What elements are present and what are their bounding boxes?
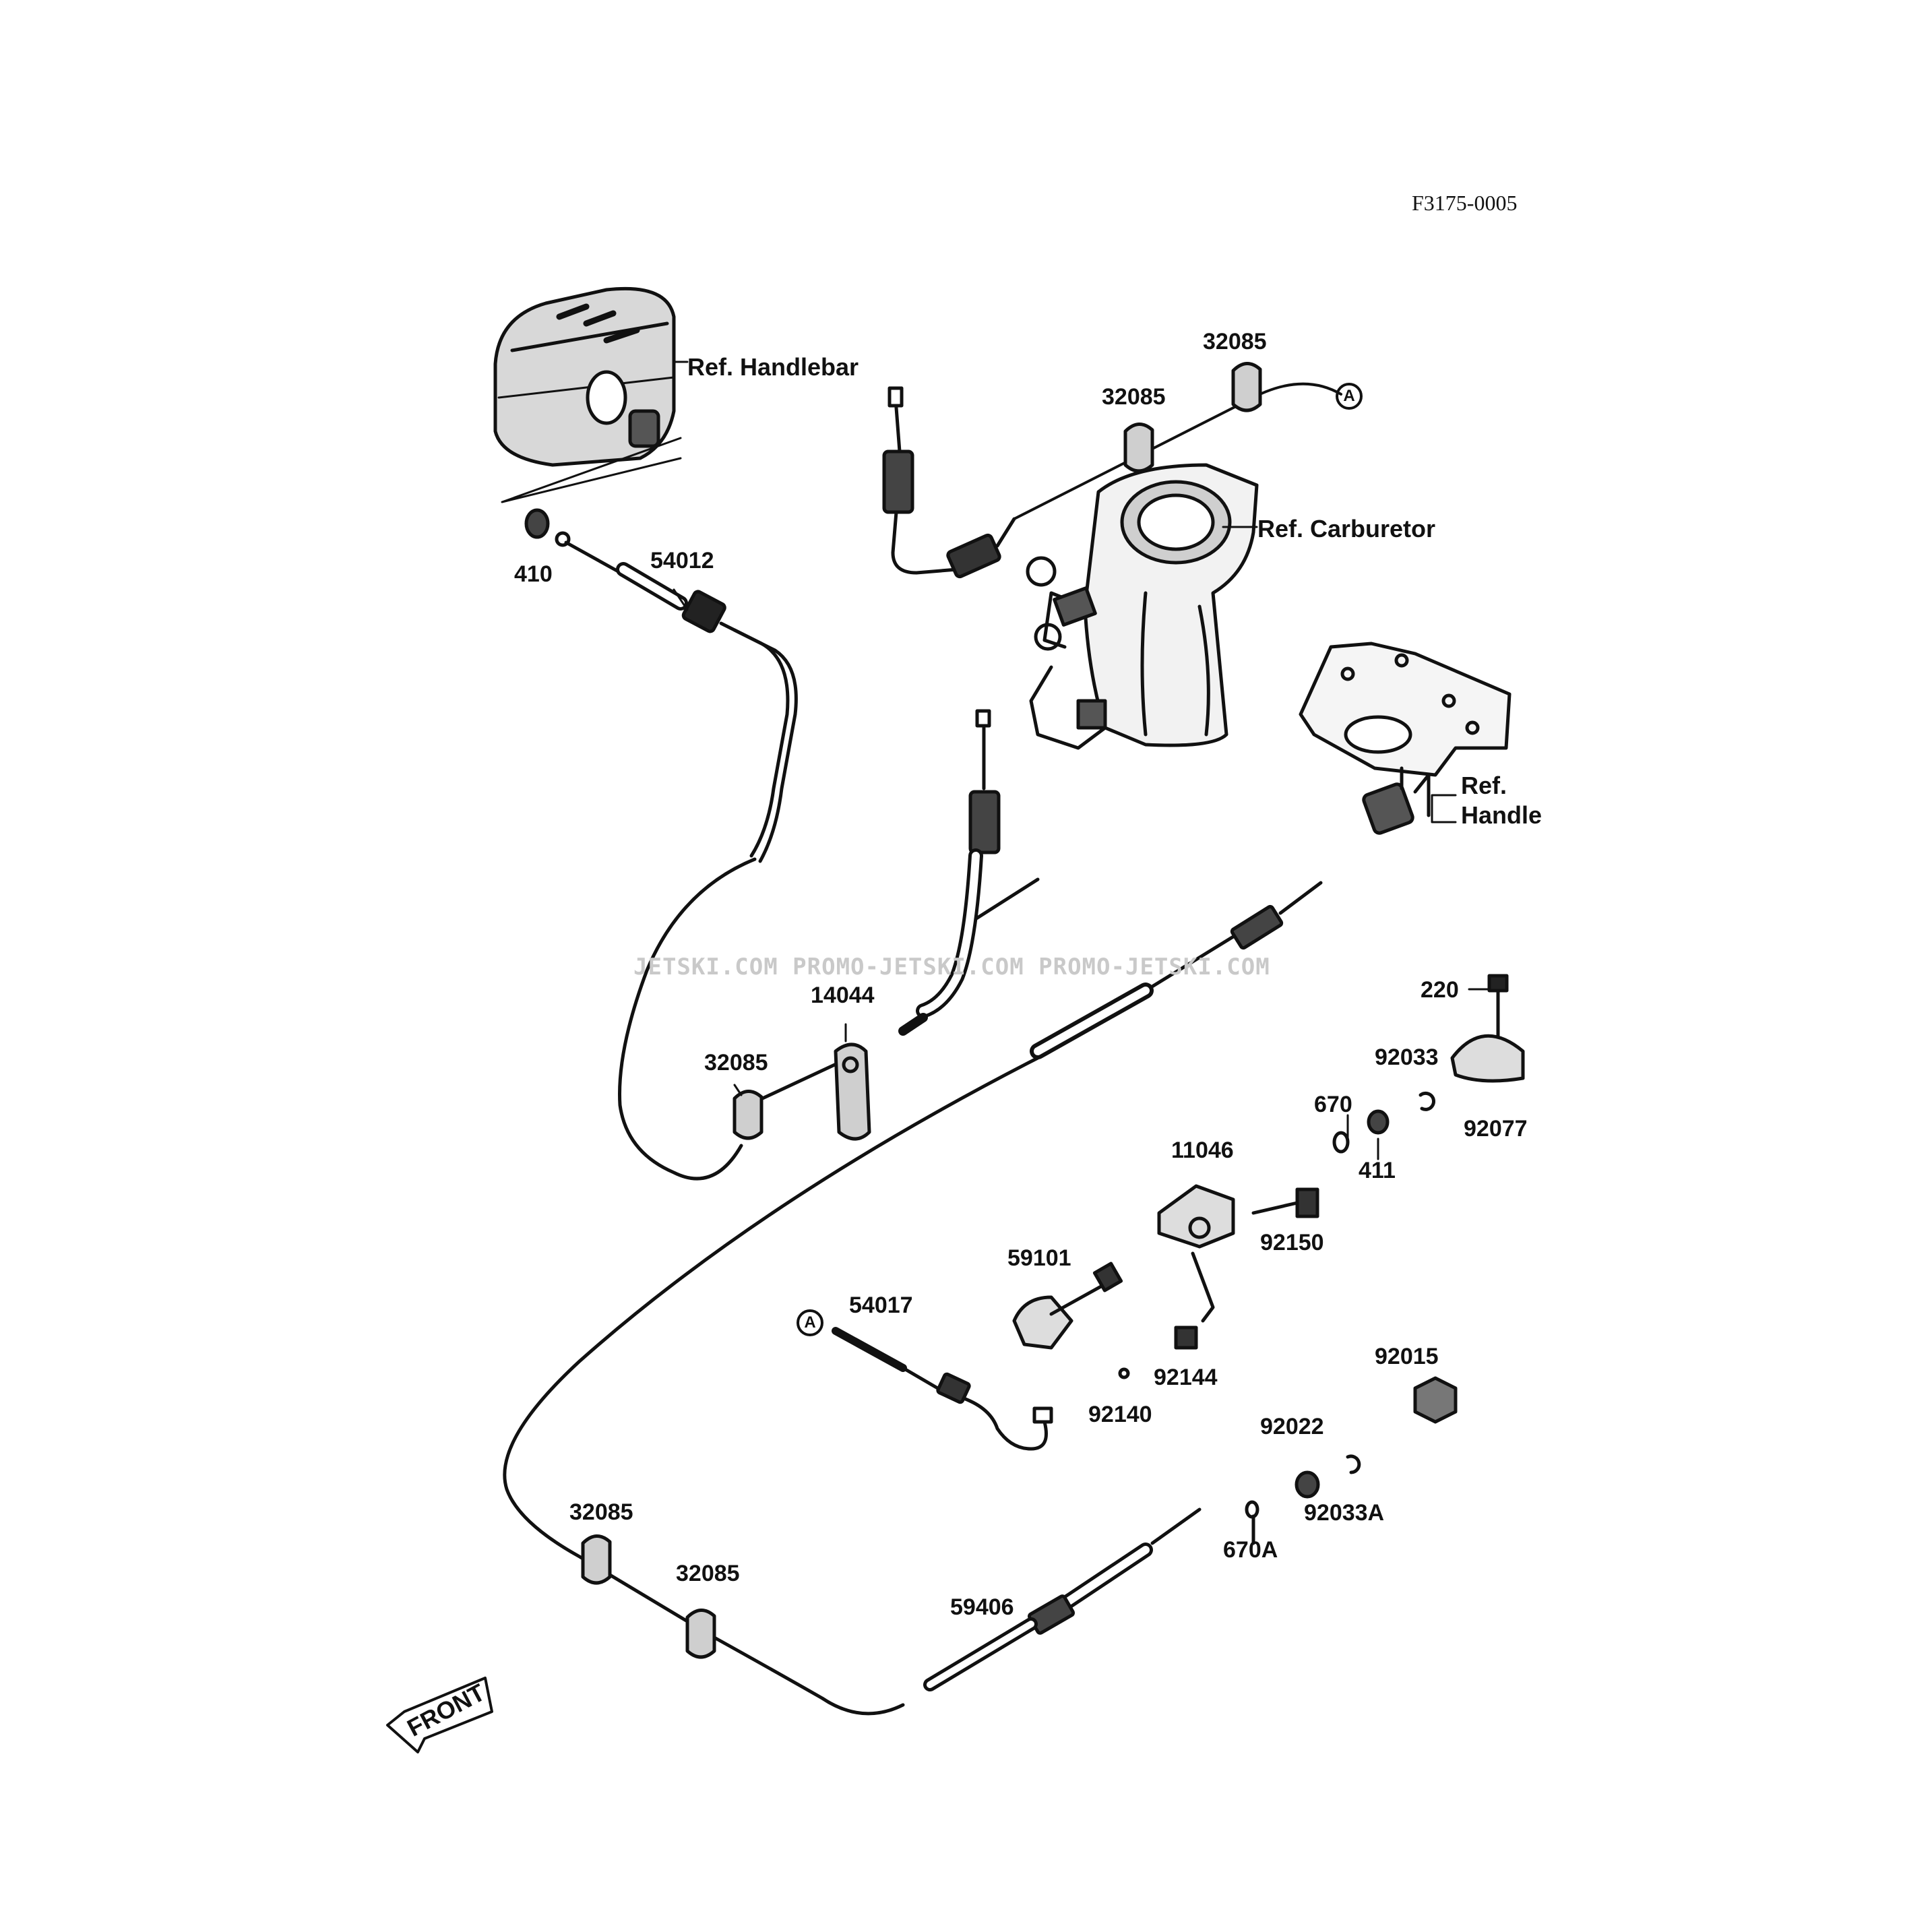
part-label-410: 410: [514, 561, 553, 587]
ref-handle-label-1: Ref.: [1461, 772, 1507, 799]
retainer-clips: [581, 362, 1262, 1659]
part-label-92144: 92144: [1154, 1365, 1218, 1390]
leader-lines: [673, 361, 1491, 1160]
lever-59101: [1012, 1261, 1123, 1350]
part-label-32085-a: 32085: [1203, 329, 1267, 354]
part-label-32085-d: 32085: [569, 1499, 633, 1525]
front-arrow: [386, 1677, 493, 1753]
watermark: JETSKI.COM PROMO-JETSKI.COM PROMO-JETSKI…: [633, 954, 1270, 980]
cable-54017: [832, 1327, 1053, 1451]
part-label-32085-b: 32085: [1102, 384, 1166, 410]
cable-59406: [923, 1507, 1202, 1691]
part-label-92077: 92077: [1464, 1116, 1528, 1142]
part-label-54017: 54017: [849, 1292, 913, 1318]
part-label-670a: 670A: [1223, 1537, 1278, 1563]
part-label-32085-e: 32085: [676, 1561, 740, 1586]
ref-handle-label-2: Handle: [1461, 801, 1543, 829]
part-label-92015: 92015: [1375, 1344, 1439, 1369]
bracket-14044: [834, 1042, 871, 1141]
choke-cable: [882, 386, 1040, 929]
part-label-54012: 54012: [650, 548, 714, 573]
part-label-11046: 11046: [1171, 1138, 1234, 1163]
part-label-670: 670: [1314, 1092, 1352, 1117]
small-parts-right: [1118, 974, 1525, 1545]
part-label-92150: 92150: [1260, 1230, 1324, 1255]
ref-carburetor-label: Ref. Carburetor: [1257, 515, 1436, 542]
connector-a-top: A: [1336, 383, 1363, 410]
part-label-220: 220: [1421, 977, 1459, 1003]
ref-handlebar-label: Ref. Handlebar: [687, 353, 859, 381]
part-label-411: 411: [1359, 1158, 1396, 1183]
handle-bracket: [1299, 642, 1512, 835]
cable-54012: [555, 531, 798, 1181]
handlebar-housing: [493, 286, 682, 503]
part-label-92033a: 92033A: [1304, 1500, 1385, 1526]
part-label-59406: 59406: [950, 1594, 1014, 1620]
part-label-92140: 92140: [1088, 1402, 1152, 1427]
throttle-cable: [746, 709, 1001, 1107]
carburetor: [1026, 463, 1259, 750]
part-label-32085-c: 32085: [704, 1050, 768, 1076]
shift-cable: [503, 881, 1323, 1716]
connector-a-bottom: A: [797, 1309, 823, 1336]
washer-410: [524, 508, 550, 539]
part-label-14044: 14044: [811, 983, 875, 1008]
part-label-92033: 92033: [1375, 1045, 1439, 1070]
part-label-59101: 59101: [1007, 1245, 1071, 1271]
part-label-92022: 92022: [1260, 1414, 1324, 1439]
diagram-code: F3175-0005: [1412, 191, 1518, 215]
